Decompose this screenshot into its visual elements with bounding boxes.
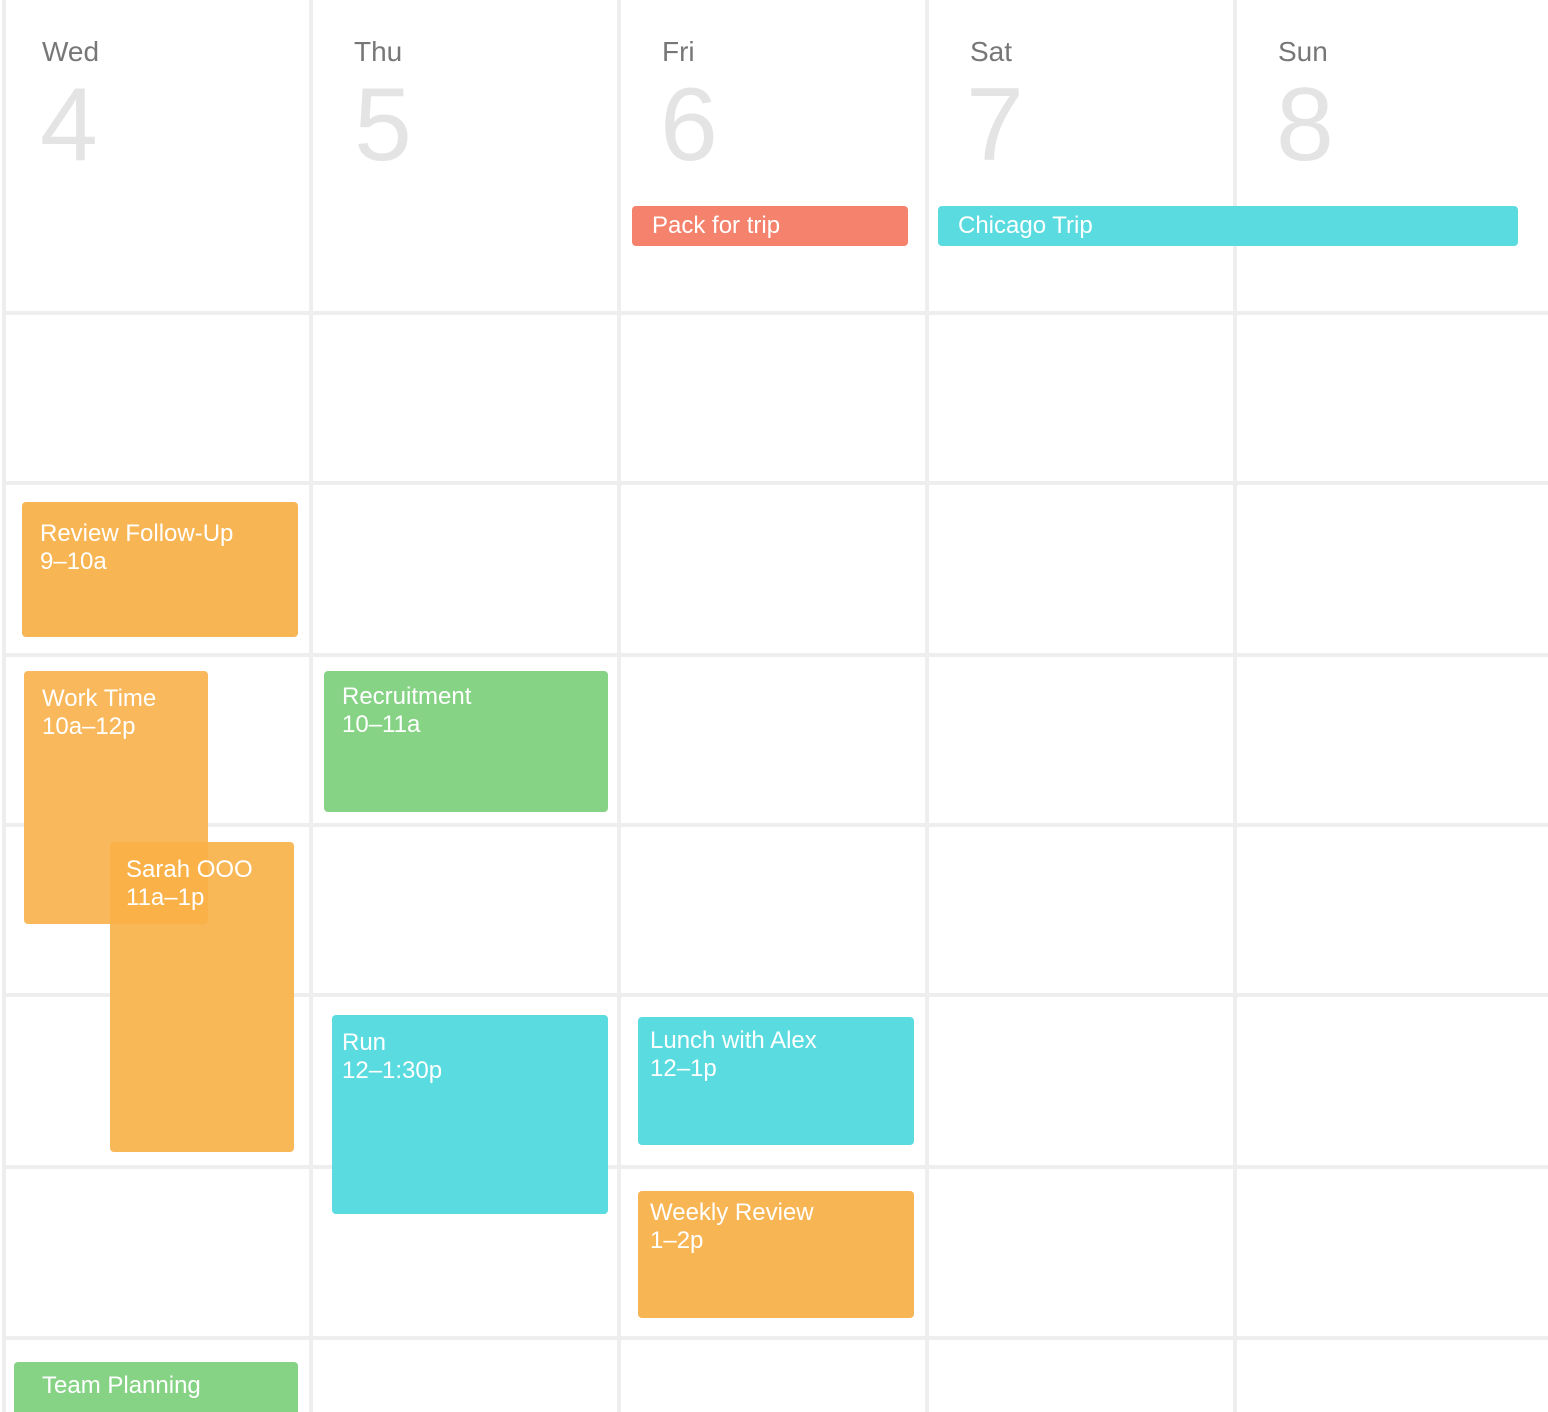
day-header-wed-number[interactable]: 4 <box>40 67 98 183</box>
event-title: Team Planning <box>42 1372 201 1399</box>
event-run[interactable]: Run 12–1:30p <box>332 1015 608 1214</box>
event-time: 11a–1p <box>126 884 205 911</box>
event-time: 1–2p <box>650 1227 704 1254</box>
day-header-thu-number[interactable]: 5 <box>354 67 412 183</box>
event-title: Work Time <box>42 685 157 712</box>
event-title: Weekly Review <box>650 1199 814 1226</box>
event-lunch-with-alex[interactable]: Lunch with Alex 12–1p <box>638 1017 914 1145</box>
event-title: Lunch with Alex <box>650 1027 817 1054</box>
event-time: 10a–12p <box>42 713 136 740</box>
day-header-sat-number[interactable]: 7 <box>966 67 1024 183</box>
column-divider <box>925 0 929 1412</box>
event-sarah-ooo[interactable]: Sarah OOO 11a–1p <box>110 842 294 1152</box>
day-header-sun-name: Sun <box>1278 36 1328 67</box>
event-time: 9–10a <box>40 548 107 575</box>
column-divider <box>309 0 313 1412</box>
event-time: 12–1p <box>650 1055 717 1082</box>
day-header-wed-name: Wed <box>42 36 100 67</box>
event-title: Sarah OOO <box>126 856 253 883</box>
event-time: 12–1:30p <box>342 1057 443 1084</box>
event-title: Review Follow-Up <box>40 520 234 547</box>
event-recruitment[interactable]: Recruitment 10–11a <box>324 671 608 812</box>
day-header-fri-number[interactable]: 6 <box>660 67 718 183</box>
day-header-thu-name: Thu <box>354 36 403 67</box>
event-weekly-review[interactable]: Weekly Review 1–2p <box>638 1191 914 1318</box>
event-title: Run <box>342 1029 387 1056</box>
event-review-follow-up[interactable]: Review Follow-Up 9–10a <box>22 502 298 637</box>
hour-divider <box>4 823 1548 827</box>
event-time: 10–11a <box>342 711 421 738</box>
all-day-event-chicago-trip[interactable]: Chicago Trip <box>938 206 1518 246</box>
hour-divider <box>4 481 1548 485</box>
hour-divider <box>4 311 1548 315</box>
hour-divider <box>4 653 1548 657</box>
column-divider <box>2 0 6 1412</box>
column-divider <box>617 0 621 1412</box>
day-header-fri-name: Fri <box>662 36 695 67</box>
event-team-planning[interactable]: Team Planning <box>14 1362 298 1412</box>
day-header-sat-name: Sat <box>970 36 1013 67</box>
all-day-event-pack-for-trip[interactable]: Pack for trip <box>632 206 908 246</box>
hour-divider <box>4 1165 1548 1169</box>
hour-divider <box>4 993 1548 997</box>
event-title: Recruitment <box>342 683 472 710</box>
column-divider <box>1233 0 1237 1412</box>
hour-divider <box>4 1336 1548 1340</box>
day-header-sun-number[interactable]: 8 <box>1276 67 1334 183</box>
